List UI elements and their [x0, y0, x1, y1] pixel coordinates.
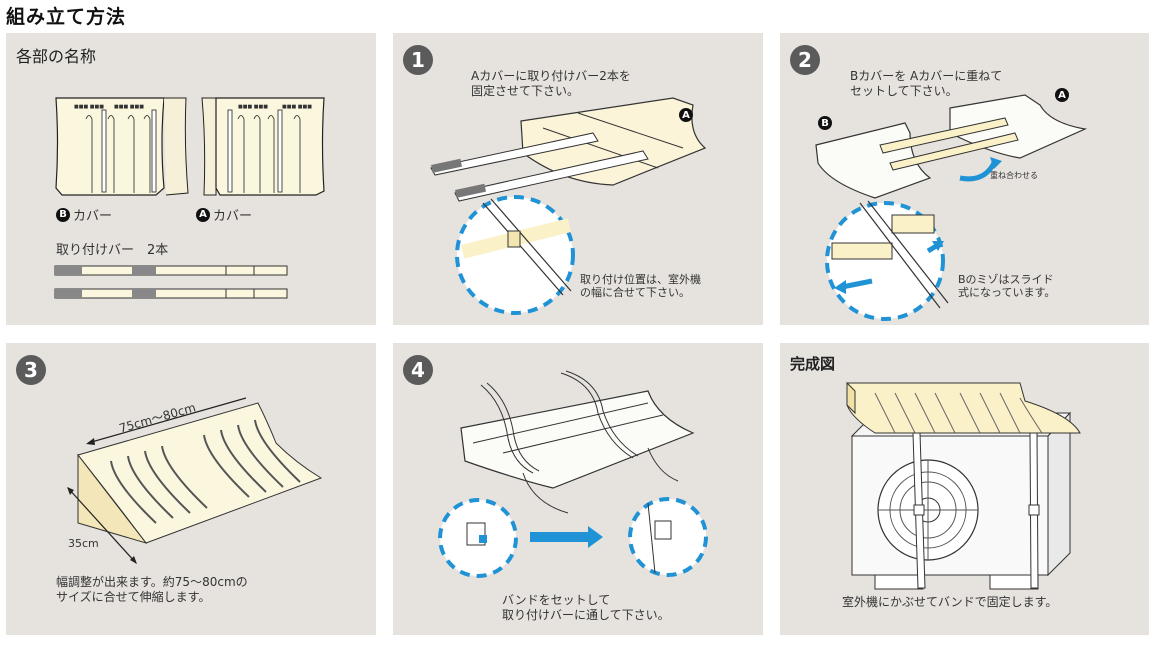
bar-lower: [454, 150, 649, 202]
complete-panel: 完成図: [780, 343, 1149, 635]
strap-right: [560, 370, 639, 459]
depth-label: 35cm: [68, 537, 99, 550]
overlap-arrow-label: 重ね合わせる: [990, 171, 1038, 180]
cover-a-drawing: ■■■ ■■■ ■■■ ■■■: [201, 97, 325, 196]
page-title: 組み立て方法: [6, 6, 127, 28]
svg-text:■■■ ■■■: ■■■ ■■■: [282, 104, 312, 110]
cover-b-text: カバー: [73, 209, 113, 224]
rain-cover: [846, 381, 1081, 434]
complete-heading: 完成図: [790, 355, 836, 373]
parts-panel: 各部の名称 ■■■ ■■■ ■■■ ■■■ ■■■ ■■■ ■■■ ■■: [6, 33, 376, 325]
step-4-note: バンドをセットして 取り付けバーに通して下さい。: [502, 593, 670, 622]
badge-a-icon: A: [1055, 88, 1069, 102]
step-3-illustration: [67, 397, 323, 564]
bar-upper: [430, 132, 599, 176]
cover-a-label: A カバー: [196, 205, 252, 224]
cover-b-label: B カバー: [56, 205, 112, 224]
step-2-panel: 2 Bカバーを Aカバーに重ねて セットして下さい。 B A 重ね合わせる Bの…: [780, 33, 1149, 325]
progress-arrow: [530, 526, 603, 548]
detail-zoom-circle: [455, 195, 575, 315]
strap-left: [912, 432, 926, 589]
step-number-badge: 4: [403, 355, 433, 385]
cover-a-text: カバー: [213, 209, 253, 224]
completed-unit-illustration: [846, 381, 1081, 590]
badge-b-icon: B: [56, 207, 70, 222]
strap-right: [1028, 432, 1040, 589]
width-dimension-line: [87, 397, 247, 444]
step-3-panel: 3 75cm〜80cm 35cm 幅調整が出来ます。約75〜80cmの サイズに…: [6, 343, 376, 635]
buckle-detail-after: [628, 497, 708, 577]
bar-label: 取り付けバー 2本: [56, 243, 169, 258]
step-1-note: 取り付け位置は、室外機 の幅に合せて下さい。: [580, 273, 701, 299]
step-2-illustration: [815, 94, 1088, 321]
buckle-detail-before: [438, 498, 518, 578]
badge-a-icon: A: [679, 108, 693, 122]
complete-note: 室外機にかぶせてバンドで固定します。: [842, 595, 1058, 609]
step-1-illustration: [430, 97, 707, 315]
outdoor-unit: [850, 411, 1072, 590]
step-4-panel: 4 バンドをセットして 取り付けバーに通して下さい。: [393, 343, 763, 635]
mounting-bar-2: [54, 288, 288, 299]
step-4-illustration: [438, 370, 708, 578]
parts-heading: 各部の名称: [16, 47, 97, 66]
depth-dimension-line: [67, 487, 137, 564]
svg-text:■■■ ■■■: ■■■ ■■■: [74, 104, 104, 110]
strap-left: [480, 382, 540, 474]
step-number-badge: 2: [790, 45, 820, 75]
step-3-note: 幅調整が出来ます。約75〜80cmの サイズに合せて伸縮します。: [56, 575, 248, 604]
step-2-note: Bのミゾはスライド 式になっています。: [958, 273, 1056, 299]
badge-b-icon: B: [818, 116, 832, 130]
detail-zoom-circle: [825, 200, 949, 321]
cover-b-drawing: ■■■ ■■■ ■■■ ■■■: [55, 97, 189, 196]
cover-grooves: [110, 419, 301, 524]
parts-illustration: ■■■ ■■■ ■■■ ■■■ ■■■ ■■■ ■■■ ■■■: [54, 97, 325, 299]
badge-a-icon: A: [196, 207, 210, 222]
step-1-instruction: Aカバーに取り付けバー2本を 固定させて下さい。: [471, 69, 631, 98]
svg-text:■■■ ■■■: ■■■ ■■■: [238, 104, 268, 110]
step-1-panel: 1 Aカバーに取り付けバー2本を 固定させて下さい。 A 取り付け位置は、室外機…: [393, 33, 763, 325]
mounting-bar-1: [54, 265, 288, 276]
svg-text:■■■ ■■■: ■■■ ■■■: [114, 104, 144, 110]
step-number-badge: 3: [16, 355, 46, 385]
step-2-instruction: Bカバーを Aカバーに重ねて セットして下さい。: [850, 69, 1003, 98]
step-number-badge: 1: [403, 45, 433, 75]
